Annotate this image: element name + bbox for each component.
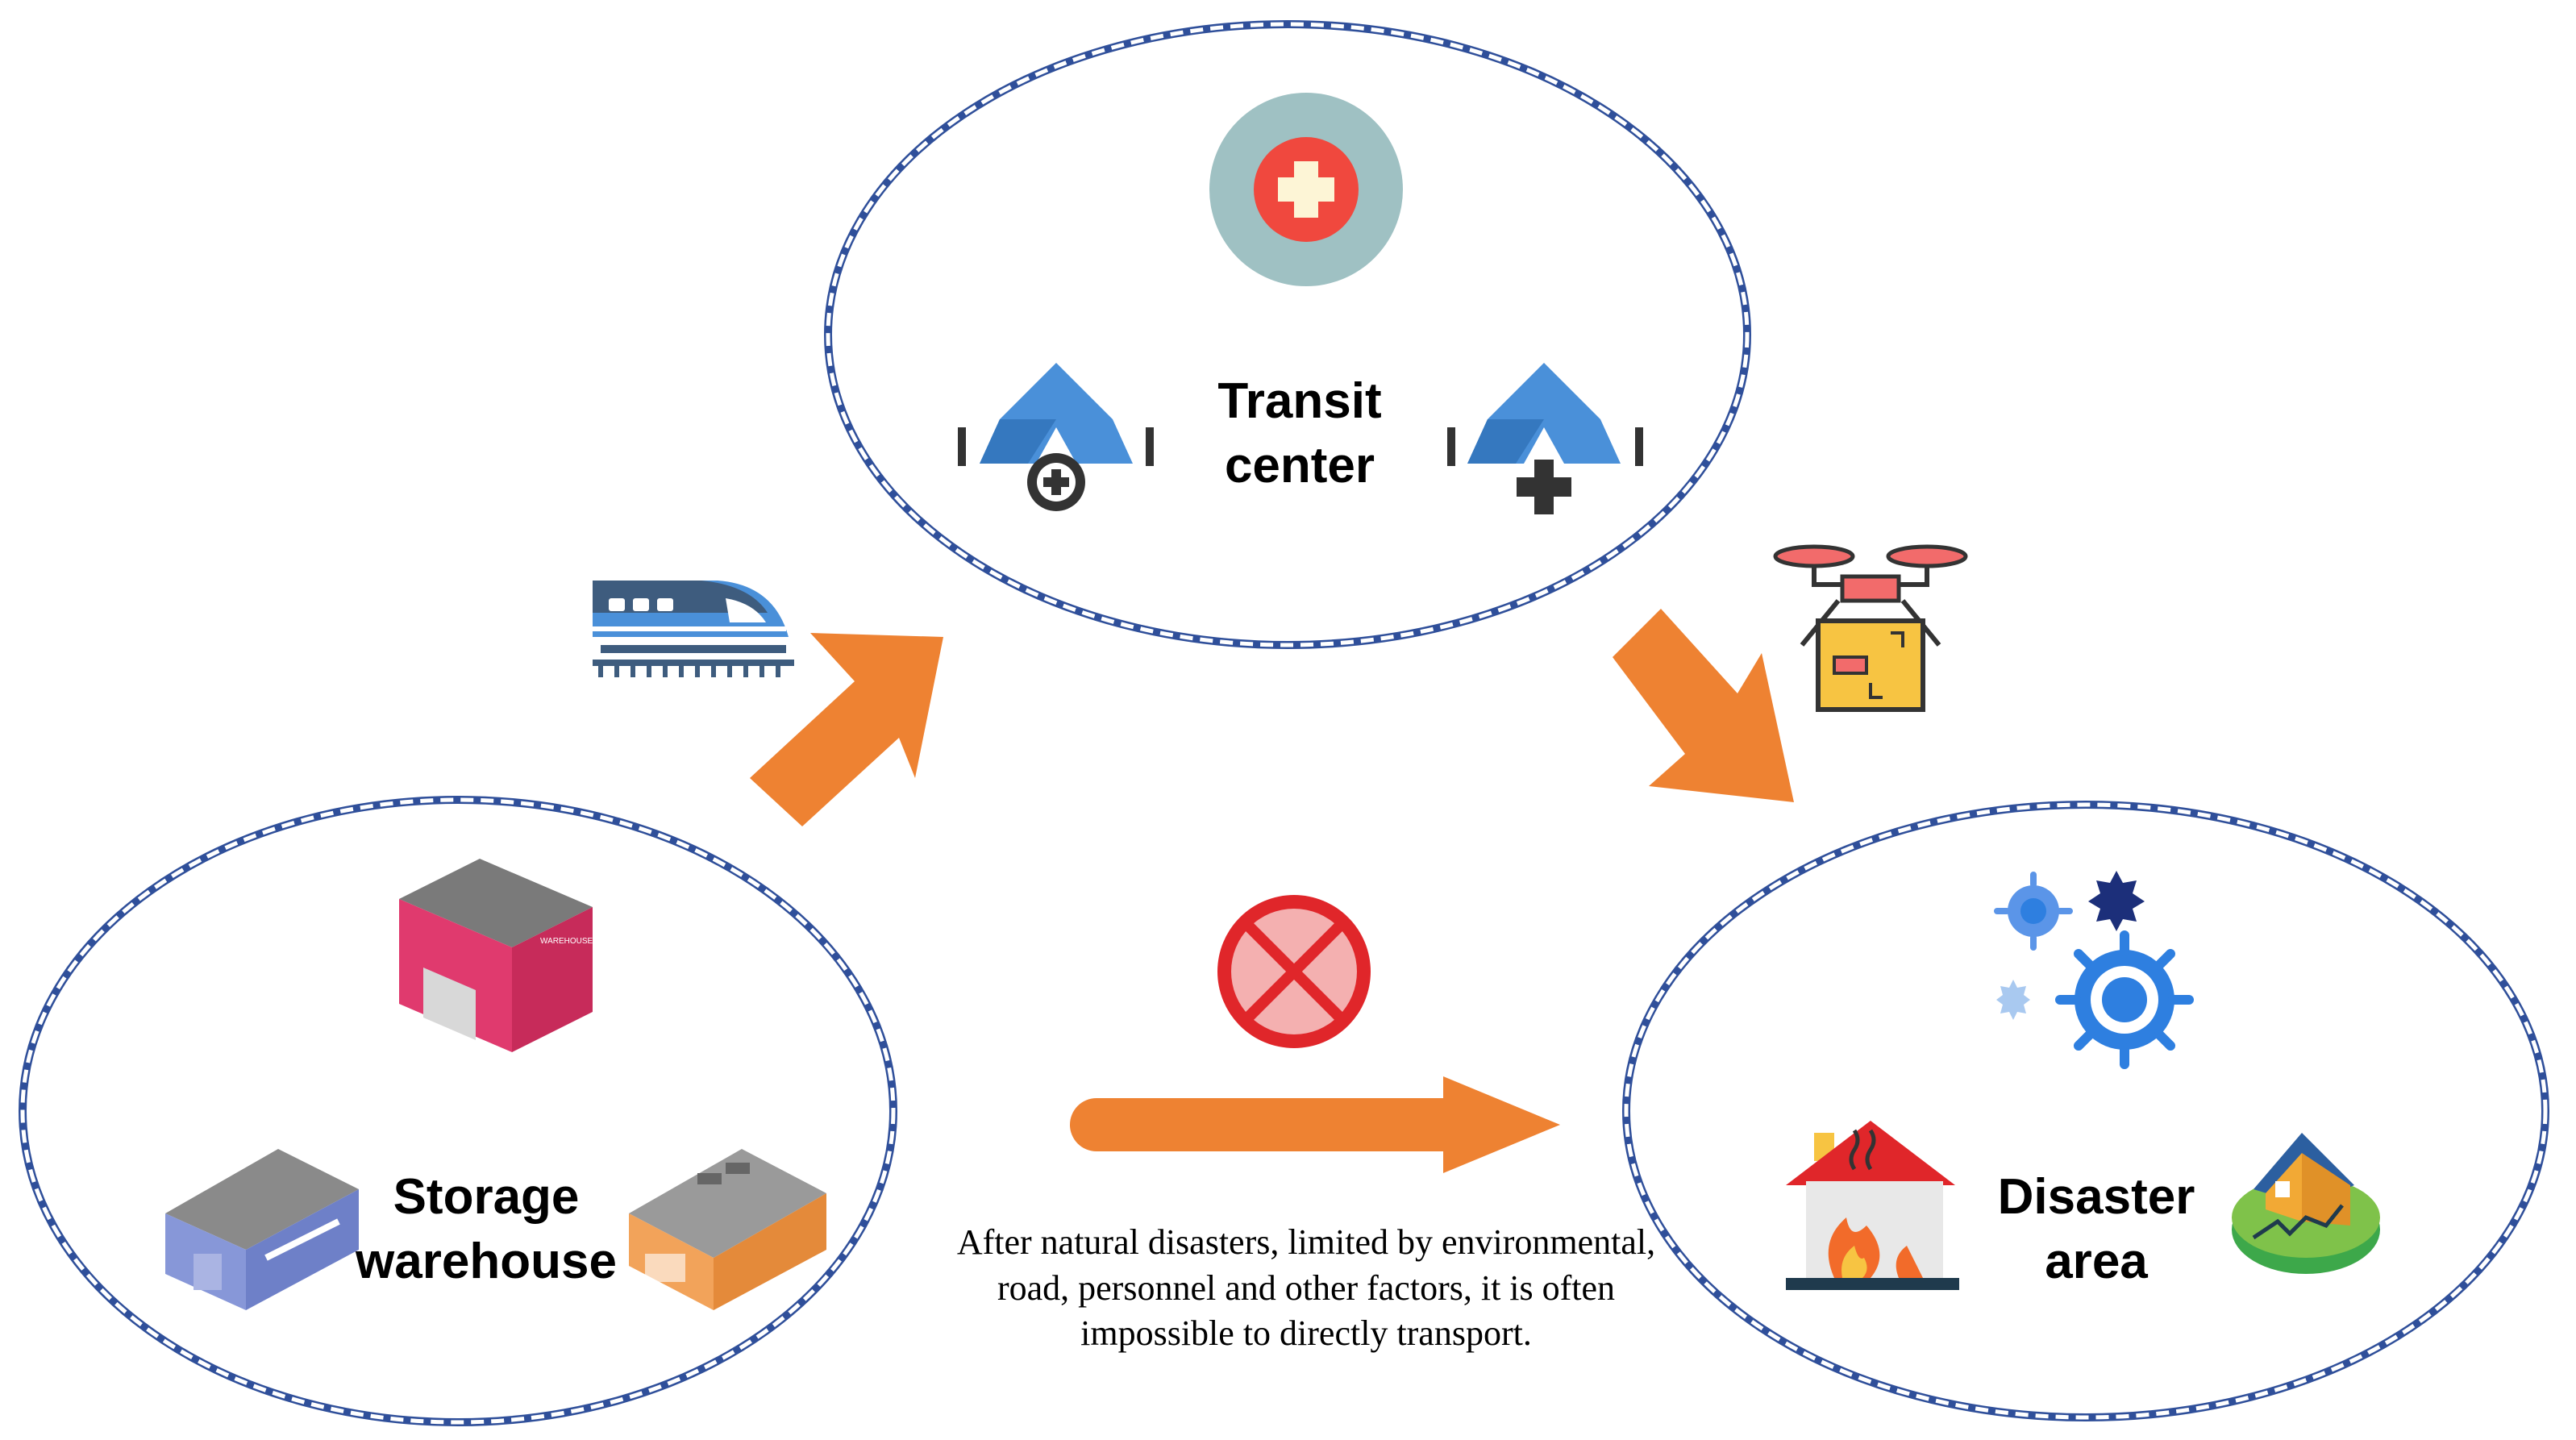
note-line-2: road, personnel and other factors, it is… xyxy=(997,1268,1615,1308)
medical-cross-icon xyxy=(1209,93,1403,286)
warehouse-icon: WAREHOUSE xyxy=(399,859,593,1052)
virus-icon xyxy=(1994,872,2073,951)
arrow-to-disaster-area xyxy=(1613,609,1794,802)
warehouse-icon xyxy=(165,1149,359,1310)
note-line-1: After natural disasters, limited by envi… xyxy=(957,1222,1655,1262)
transit-center-label-line2: center xyxy=(1225,438,1375,493)
disaster-area-label-line1: Disaster xyxy=(1998,1169,2195,1225)
arrow-to-transit-center xyxy=(750,633,943,826)
drone-delivery-icon xyxy=(1773,544,1968,712)
disaster-area-label-line2: area xyxy=(2045,1234,2148,1289)
earthquake-house-icon xyxy=(2232,1133,2380,1274)
virus-icon xyxy=(2055,930,2194,1069)
note-line-3: impossible to directly transport. xyxy=(1080,1313,1532,1353)
warehouse-icon xyxy=(629,1149,826,1310)
transit-center-ellipse xyxy=(824,20,1751,649)
medical-tent-icon xyxy=(1447,363,1643,514)
train-icon xyxy=(593,581,794,677)
prohibited-icon xyxy=(1217,895,1371,1048)
storage-warehouse-label-line1: Storage xyxy=(393,1169,580,1225)
virus-icon xyxy=(2088,871,2145,931)
direct-transport-arrow xyxy=(1070,1076,1560,1173)
house-fire-icon xyxy=(1786,1121,1959,1290)
medical-tent-icon xyxy=(958,363,1154,511)
storage-warehouse-ellipse xyxy=(19,796,897,1426)
transit-center-label-line1: Transit xyxy=(1217,373,1381,429)
storage-warehouse-label-line2: warehouse xyxy=(355,1234,617,1289)
virus-icon xyxy=(1996,980,2030,1020)
disaster-area-ellipse xyxy=(1622,801,2549,1421)
warehouse-sign-text: WAREHOUSE xyxy=(540,937,593,946)
